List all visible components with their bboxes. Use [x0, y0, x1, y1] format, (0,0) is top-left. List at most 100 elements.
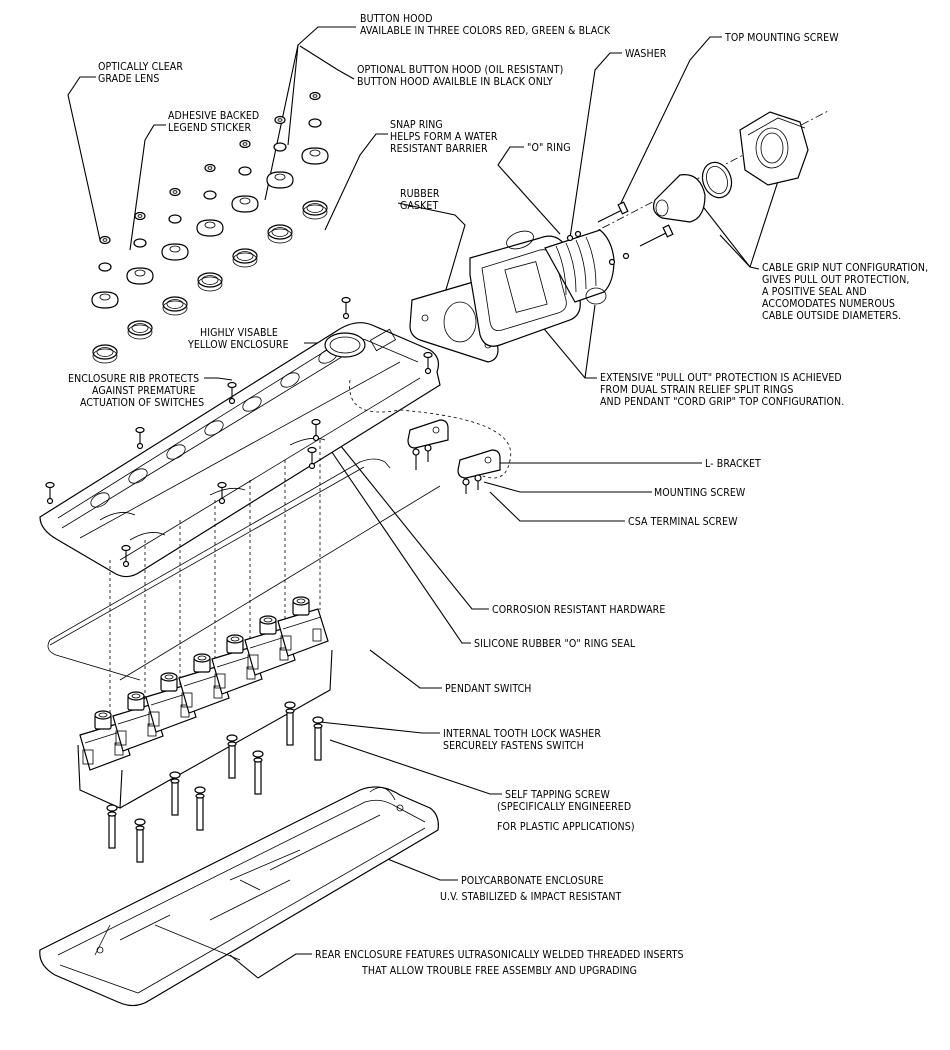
label-poly-1: POLYCARBONATE ENCLOSURE	[461, 875, 604, 887]
washer	[342, 312, 350, 320]
alignment-lines	[109, 109, 831, 720]
lock-washer	[312, 716, 324, 724]
enclosure-hole	[166, 444, 186, 460]
label-cable-grip-1: CABLE GRIP NUT CONFIGURATION,	[762, 262, 928, 274]
lock-washer	[284, 701, 296, 709]
tapping-screw	[228, 743, 236, 779]
tapping-screw	[314, 725, 322, 761]
screw-head	[341, 296, 351, 304]
lock-washer	[226, 734, 238, 742]
label-mounting-screw: MOUNTING SCREW	[654, 487, 746, 499]
self-tapping-screws	[106, 701, 324, 863]
label-yellow-1: HIGHLY VISABLE	[200, 327, 278, 339]
legend-sticker	[308, 118, 322, 128]
snap-ring	[302, 200, 328, 216]
label-pullout-3: AND PENDANT "CORD GRIP" TOP CONFIGURATIO…	[600, 396, 844, 408]
label-rear-2: THAT ALLOW TROUBLE FREE ASSEMBLY AND UPG…	[361, 965, 637, 977]
l-brackets	[407, 419, 501, 494]
label-lens: OPTICALLY CLEAR	[98, 61, 183, 73]
legend-sticker	[133, 238, 147, 248]
label-l-bracket: L- BRACKET	[705, 458, 761, 470]
screw-head	[307, 446, 317, 454]
label-lens-grade: GRADE LENS	[98, 73, 159, 85]
label-snap-ring-barrier: RESISTANT BARRIER	[390, 143, 488, 155]
pendant-switch-assembly	[77, 596, 333, 809]
legend-sticker	[168, 214, 182, 224]
screw-head	[135, 426, 145, 434]
pendant-switch	[277, 596, 329, 657]
button-stack	[301, 91, 329, 220]
label-washer: WASHER	[625, 48, 667, 60]
label-corrosion: CORROSION RESISTANT HARDWARE	[492, 604, 665, 616]
label-yellow-2: YELLOW ENCLOSURE	[187, 339, 289, 351]
label-legend-sticker: LEGEND STICKER	[168, 122, 251, 134]
label-rib-2: AGAINST PREMATURE	[92, 385, 196, 397]
label-tapping-2: (SPECIFICALLY ENGINEERED	[497, 801, 631, 813]
tapping-screw	[254, 759, 262, 795]
top-enclosure	[39, 322, 441, 578]
lens	[169, 187, 181, 197]
screw-head	[217, 481, 227, 489]
button-stack	[126, 211, 154, 340]
button-stack	[91, 235, 119, 364]
label-o-ring: "O" RING	[527, 142, 571, 154]
label-rib-3: ACTUATION OF SWITCHES	[80, 397, 204, 409]
button-stack	[266, 115, 294, 244]
washer	[312, 434, 320, 442]
enclosure-hole	[128, 468, 148, 484]
label-button-hood-colors: AVAILABLE IN THREE COLORS RED, GREEN & B…	[360, 25, 611, 37]
button-stack	[231, 139, 259, 268]
tapping-screw	[108, 813, 116, 849]
label-rear-1: REAR ENCLOSURE FEATURES ULTRASONICALLY W…	[315, 949, 684, 961]
cable-grip-nut	[652, 111, 809, 223]
washer	[122, 560, 130, 568]
legend-sticker	[203, 190, 217, 200]
lens	[309, 91, 321, 101]
snap-ring	[162, 296, 188, 312]
washer	[228, 397, 236, 405]
label-silicone: SILICONE RUBBER "O" RING SEAL	[474, 638, 636, 650]
lock-washer	[194, 786, 206, 794]
cord-grip-housing	[469, 229, 615, 347]
label-optional-hood-black: BUTTON HOOD AVAILBLE IN BLACK ONLY	[357, 76, 553, 88]
silicone-o-ring-seal	[47, 458, 441, 681]
label-tapping-1: SELF TAPPING SCREW	[505, 789, 610, 801]
washer	[136, 442, 144, 450]
tapping-screw	[286, 710, 294, 746]
label-tapping-3: FOR PLASTIC APPLICATIONS)	[497, 821, 635, 833]
pendant-switch	[211, 634, 263, 695]
pendant-switch	[244, 615, 296, 676]
label-rubber: RUBBER	[400, 188, 440, 200]
label-button-hood: BUTTON HOOD	[360, 13, 433, 25]
lock-washer	[169, 771, 181, 779]
corrosion-resistant-hardware	[45, 296, 433, 568]
label-snap-ring: SNAP RING	[390, 119, 443, 131]
pendant-switch	[79, 710, 131, 771]
snap-ring	[92, 344, 118, 360]
lock-washer	[252, 750, 264, 758]
pendant-switch	[178, 653, 230, 714]
washer	[218, 497, 226, 505]
lens	[239, 139, 251, 149]
washer	[308, 462, 316, 470]
lock-washer	[134, 818, 146, 826]
tapping-screw	[196, 795, 204, 831]
screw-head	[45, 481, 55, 489]
lens	[134, 211, 146, 221]
snap-ring	[267, 224, 293, 240]
washer	[424, 367, 432, 375]
legend-sticker	[273, 142, 287, 152]
label-cable-grip-3: A POSITIVE SEAL AND	[762, 286, 867, 298]
tapping-screw	[171, 780, 179, 816]
label-pullout-1: EXTENSIVE "PULL OUT" PROTECTION IS ACHIE…	[600, 372, 842, 384]
enclosure-hole	[204, 420, 224, 436]
label-cable-grip-2: GIVES PULL OUT PROTECTION,	[762, 274, 909, 286]
pendant-switch	[112, 691, 164, 752]
label-optional-hood: OPTIONAL BUTTON HOOD (OIL RESISTANT)	[357, 64, 563, 76]
lock-washer	[106, 804, 118, 812]
tapping-screw	[136, 827, 144, 863]
screw-head	[121, 544, 131, 552]
label-snap-ring-water: HELPS FORM A WATER	[390, 131, 498, 143]
label-pullout-2: FROM DUAL STRAIN RELIEF SPLIT RINGS	[600, 384, 793, 396]
label-legend: ADHESIVE BACKED	[168, 110, 259, 122]
